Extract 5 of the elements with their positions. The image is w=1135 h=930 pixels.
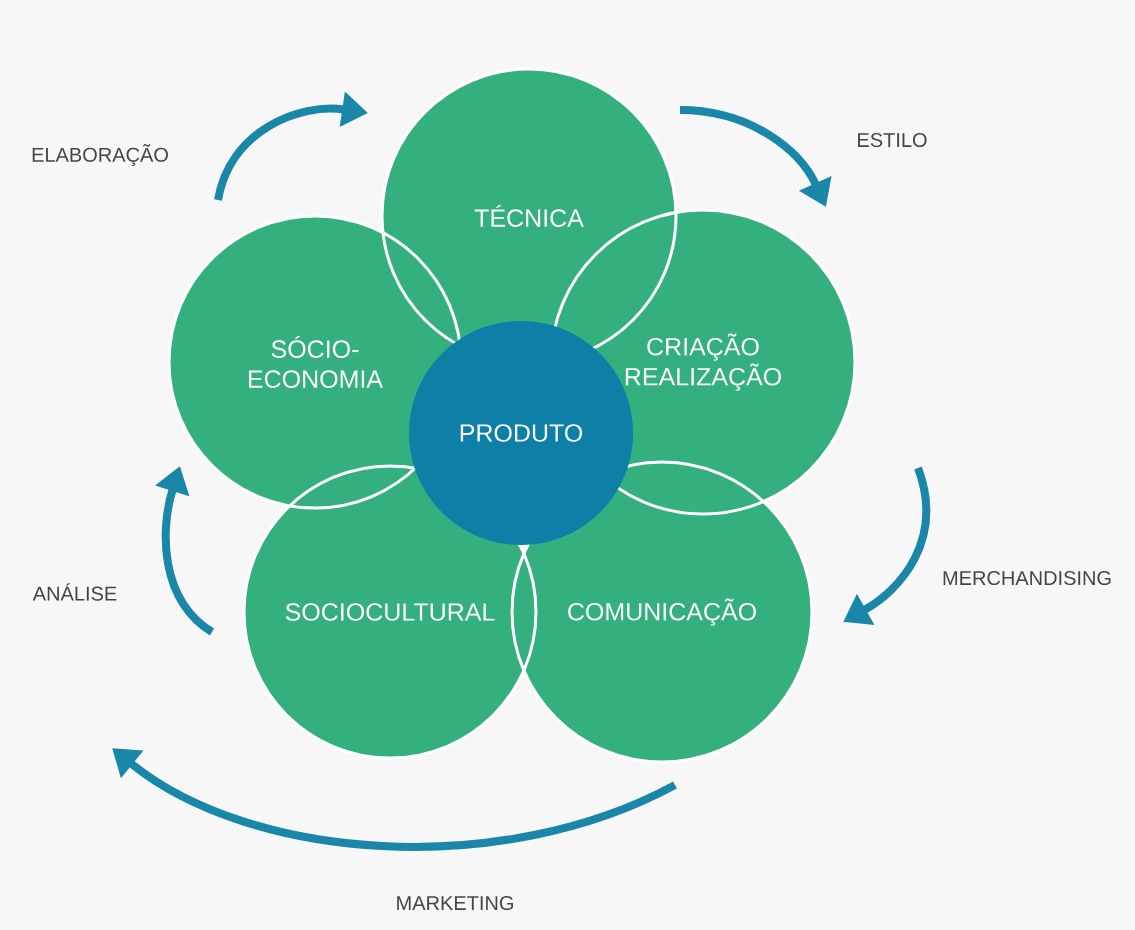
stage-label: MARKETING [397,895,513,911]
stage-label: ELABORAÇÃO [32,144,168,166]
stage-label: ESTILO [858,132,927,148]
stage-label: MERCHANDISING [943,570,1111,586]
stage-label: ANÁLISE [32,583,117,601]
